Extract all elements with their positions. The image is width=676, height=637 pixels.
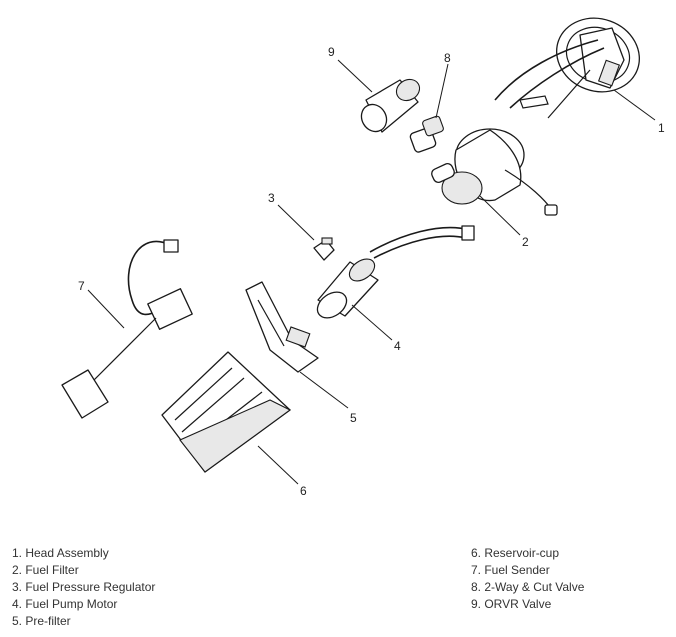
fuel-pressure-regulator	[313, 237, 335, 261]
parts-legend: 1. Head Assembly 2. Fuel Filter 3. Fuel …	[0, 540, 676, 637]
fuel-filter	[431, 128, 558, 216]
callout-7: 7	[78, 279, 85, 293]
legend-item: 3. Fuel Pressure Regulator	[12, 580, 156, 594]
legend-item: 2. Fuel Filter	[12, 563, 79, 577]
legend-item: 1. Head Assembly	[12, 546, 109, 560]
legend-item: 9. ORVR Valve	[471, 597, 552, 611]
orvr-valve	[360, 78, 421, 133]
fuel-pump-motor	[316, 225, 475, 319]
head-assembly	[494, 17, 640, 119]
callout-4: 4	[394, 339, 401, 353]
callout-9: 9	[328, 45, 335, 59]
pre-filter	[245, 281, 319, 373]
exploded-parts-diagram: 1 2 3 4 5 6 7 8 9	[61, 17, 665, 498]
callout-1: 1	[658, 121, 665, 135]
legend-column-left: 1. Head Assembly 2. Fuel Filter 3. Fuel …	[12, 545, 155, 630]
leader-lines	[87, 59, 656, 485]
legend-item: 6. Reservoir-cup	[471, 546, 560, 560]
legend-item: 4. Fuel Pump Motor	[12, 597, 118, 611]
callout-5: 5	[350, 411, 357, 425]
legend-item: 8. 2-Way & Cut Valve	[471, 580, 585, 594]
callout-2: 2	[522, 235, 529, 249]
legend-item: 7. Fuel Sender	[471, 563, 550, 577]
callout-6: 6	[300, 484, 307, 498]
two-way-cut-valve	[409, 115, 444, 153]
reservoir-cup	[161, 351, 292, 473]
fuel-sender	[61, 239, 193, 419]
legend-column-right: 6. Reservoir-cup 7. Fuel Sender 8. 2-Way…	[471, 545, 584, 613]
callout-8: 8	[444, 51, 451, 65]
callout-3: 3	[268, 191, 275, 205]
legend-item: 5. Pre-filter	[12, 614, 71, 628]
